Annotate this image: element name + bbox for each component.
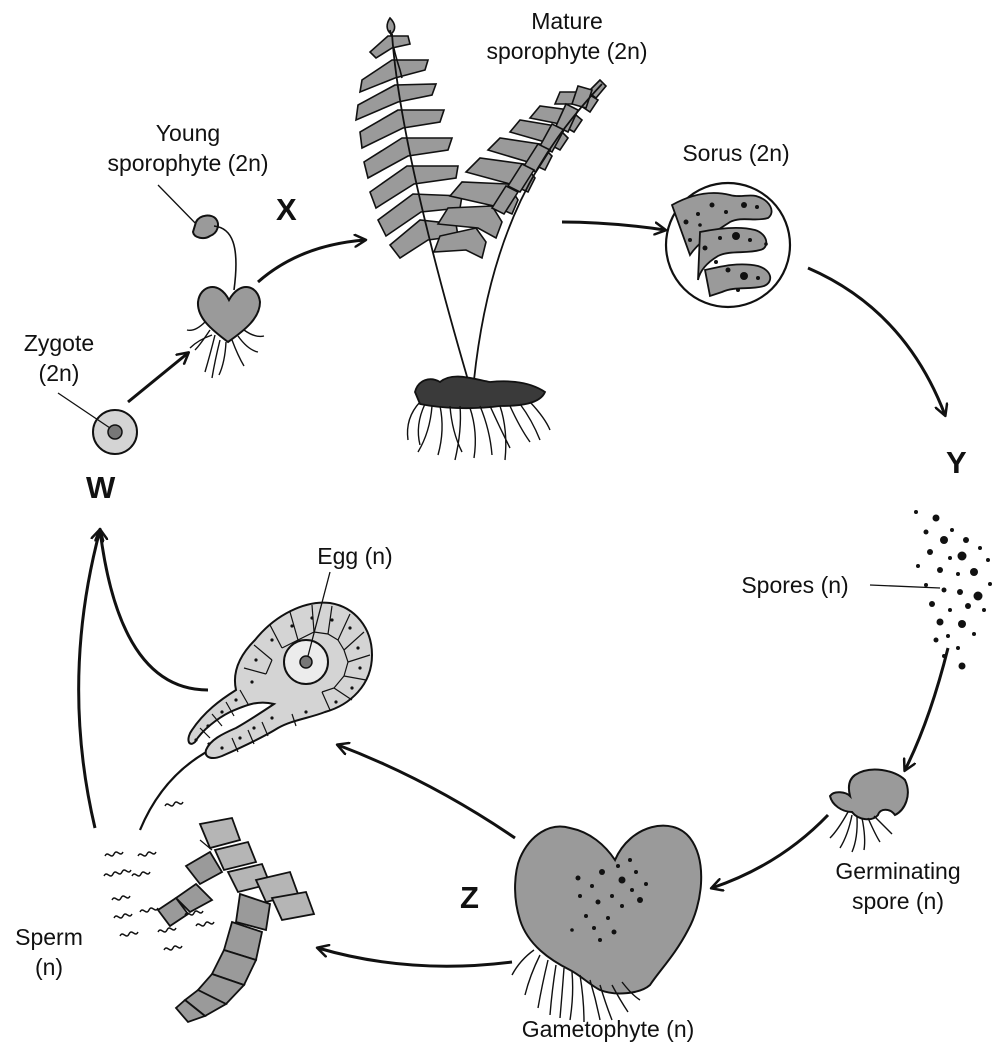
antheridium — [158, 818, 314, 1022]
arrow-germinating-spore-to-gametophyte — [712, 815, 828, 888]
right-frond — [434, 80, 606, 380]
young-sporophyte-leader-line — [158, 185, 200, 228]
zygote-label: Zygote (2n) — [4, 328, 114, 388]
arrow-sorus-to-spores — [808, 268, 945, 415]
rhizome — [415, 377, 545, 409]
mature-sporophyte — [356, 18, 606, 460]
sorus-magnified — [666, 183, 790, 307]
stage-z-label: Z — [460, 880, 479, 916]
arrow-gametophyte-to-antheridium — [318, 948, 512, 966]
zygote-label-line1: Zygote — [4, 328, 114, 358]
germinating-spore-label-line2: spore (n) — [814, 886, 982, 916]
young-sporophyte-label-line1: Young — [98, 118, 278, 148]
zygote-label-line2: (2n) — [4, 358, 114, 388]
stage-w-label: W — [86, 470, 115, 506]
stage-x-label: X — [276, 192, 297, 228]
mature-sporophyte-label: Mature sporophyte (2n) — [477, 6, 657, 66]
left-frond — [356, 18, 468, 380]
sperm-label-line2: (n) — [4, 952, 94, 982]
young-sporophyte-label: Young sporophyte (2n) — [98, 118, 278, 178]
mature-sporophyte-label-line2: sporophyte (2n) — [477, 36, 657, 66]
spores-leader-line — [870, 585, 940, 588]
stage-y-label: Y — [946, 445, 967, 481]
arrow-mature-to-sorus — [562, 222, 665, 230]
arrow-archegonium-to-zygote — [100, 530, 208, 690]
egg-nucleus — [300, 656, 312, 668]
germinating-spore — [830, 770, 908, 852]
germinating-spore-label: Germinating spore (n) — [814, 856, 982, 916]
arrow-zygote-to-young-sporophyte — [128, 353, 188, 402]
arrow-sperm-to-zygote — [79, 530, 100, 828]
egg-label: Egg (n) — [300, 541, 410, 571]
germinating-spore-label-line1: Germinating — [814, 856, 982, 886]
zygote-leader-line — [58, 393, 110, 428]
sperm-label: Sperm (n) — [4, 922, 94, 982]
mature-sporophyte-label-line1: Mature — [477, 6, 657, 36]
archegonium — [188, 572, 372, 758]
sorus-label: Sorus (2n) — [666, 138, 806, 168]
gametophyte-prothallus — [512, 826, 701, 1022]
spores-label: Spores (n) — [722, 570, 868, 600]
rhizome-roots — [408, 402, 551, 460]
young-sporophyte-stalk — [214, 226, 236, 290]
young-sporophyte — [158, 185, 264, 378]
spores-cluster — [870, 510, 992, 670]
young-sporophyte-label-line2: sporophyte (2n) — [98, 148, 278, 178]
zygote-cell — [58, 393, 137, 454]
arrow-young-to-mature-sporophyte — [258, 240, 365, 282]
arrow-gametophyte-to-archegonium — [338, 745, 515, 838]
arrow-spores-to-germinating-spore — [905, 648, 948, 770]
sperm-label-line1: Sperm — [4, 922, 94, 952]
gametophyte-label: Gametophyte (n) — [498, 1014, 718, 1044]
